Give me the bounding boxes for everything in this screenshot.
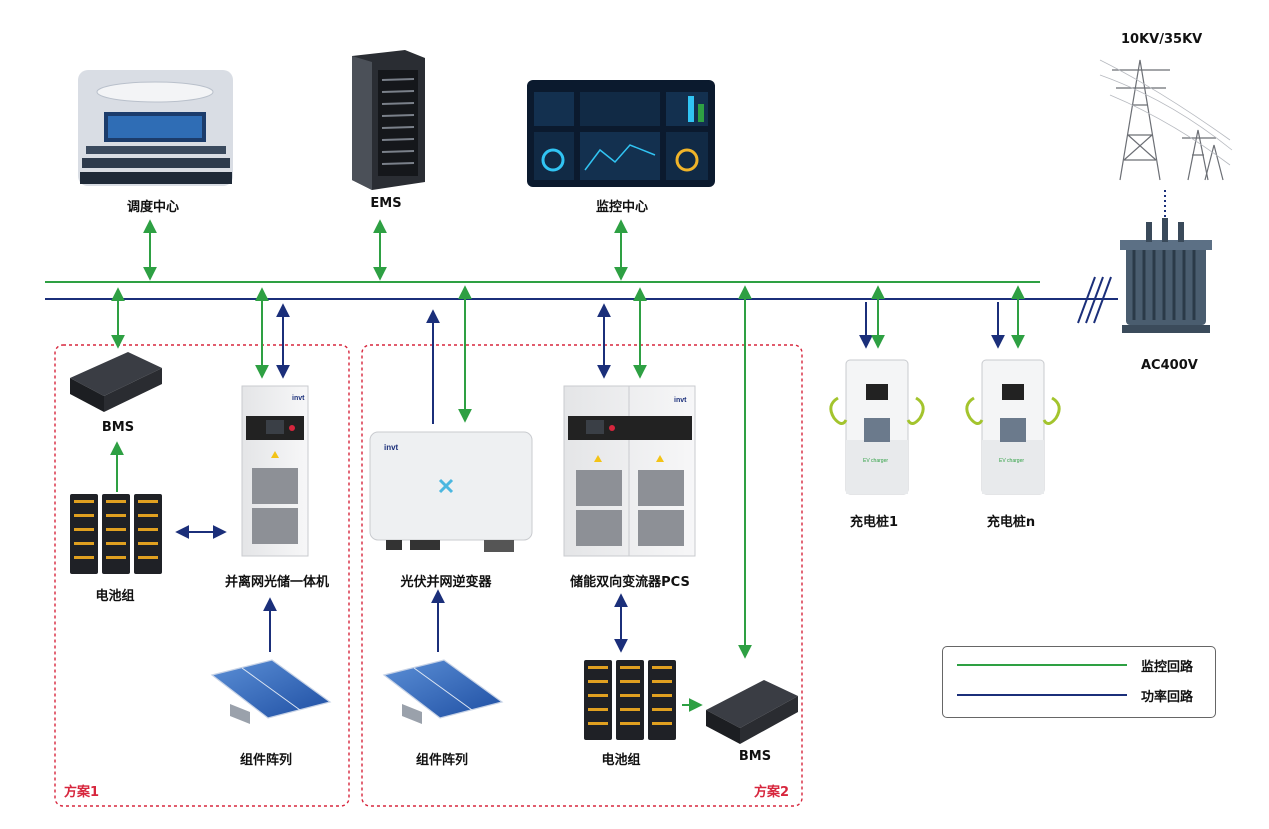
battery-left-image — [70, 494, 162, 574]
scheme-1-box — [54, 344, 350, 807]
charger-1-mark: EV charger — [863, 458, 888, 464]
pcs-brand: invt — [674, 397, 687, 404]
scheme-2-label: 方案2 — [754, 785, 790, 800]
charger-1-image: EV charger — [829, 359, 925, 495]
pv-inverter-image: invt — [369, 431, 533, 552]
legend-monitor-swatch — [957, 664, 1127, 666]
charger-n-label: 充电桩n — [986, 515, 1036, 530]
pv-inverter-label: 光伏并网逆变器 — [400, 575, 492, 590]
monitor-center-label: 监控中心 — [595, 200, 649, 215]
legend-monitor-row: 监控回路 — [957, 655, 1207, 675]
legend-power-row: 功率回路 — [957, 685, 1207, 705]
battery-right-label: 电池组 — [601, 753, 641, 768]
dispatch-center-image — [78, 70, 233, 186]
ems-cabinet-image — [352, 50, 425, 190]
grid-voltage-label: 10KV/35KV — [1121, 32, 1203, 47]
hybrid-unit-label: 并离网光储一体机 — [224, 575, 330, 590]
bus-break-marks — [1077, 276, 1112, 324]
pv-inverter-brand: invt — [384, 443, 399, 452]
legend-monitor-label: 监控回路 — [1141, 660, 1194, 675]
battery-left-label: 电池组 — [95, 589, 135, 604]
pcs-image: invt — [563, 385, 696, 557]
hybrid-unit-image: invt — [241, 385, 309, 557]
monitor-dashboard-image — [527, 80, 715, 187]
hybrid-brand: invt — [292, 395, 305, 402]
pv-array-mid-label: 组件阵列 — [415, 753, 469, 768]
battery-right-image — [584, 660, 676, 740]
transformer-voltage-label: AC400V — [1141, 358, 1198, 373]
bms-left-image — [70, 352, 162, 412]
bms-left-label: BMS — [101, 420, 135, 435]
bms-right-image — [706, 680, 798, 744]
transformer-image — [1120, 218, 1212, 333]
pv-array-mid-image — [382, 659, 504, 724]
ems-label: EMS — [370, 196, 402, 211]
scheme-1-label: 方案1 — [64, 785, 100, 800]
power-tower-image — [1099, 59, 1233, 181]
bms-right-label: BMS — [738, 749, 772, 764]
pv-array-left-image — [210, 659, 332, 724]
legend: 监控回路 功率回路 — [942, 646, 1216, 718]
pv-array-left-label: 组件阵列 — [239, 753, 293, 768]
dispatch-center-label: 调度中心 — [126, 200, 180, 215]
charger-1-label: 充电桩1 — [849, 515, 899, 530]
scheme-2-box — [361, 344, 803, 807]
charger-n-image: EV charger — [965, 359, 1061, 495]
pcs-label: 储能双向变流器PCS — [570, 575, 690, 590]
legend-power-swatch — [957, 694, 1127, 696]
charger-n-mark: EV charger — [999, 458, 1024, 464]
legend-power-label: 功率回路 — [1141, 690, 1194, 705]
